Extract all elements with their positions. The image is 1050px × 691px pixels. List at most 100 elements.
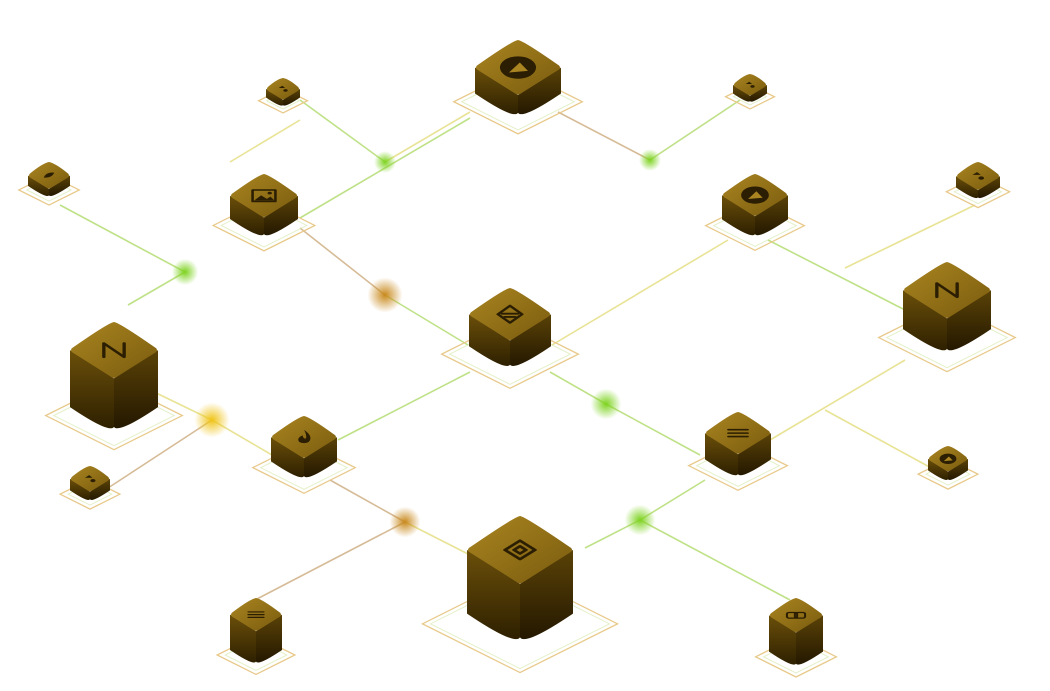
cube-right-face xyxy=(738,433,771,476)
menu-lines-icon xyxy=(247,611,265,618)
node-bottom-right-small xyxy=(916,446,980,490)
cube-right-face xyxy=(978,176,1000,199)
cube-right-face xyxy=(755,195,788,236)
cube-right-face xyxy=(750,84,767,102)
arrow-circle-icon xyxy=(939,453,957,465)
arrow-circle-icon xyxy=(741,186,769,204)
cube-right-face xyxy=(256,614,282,663)
link-glow xyxy=(624,504,656,536)
cube-right-face xyxy=(114,350,158,429)
cube-left-face xyxy=(475,67,518,115)
node-plate-inner xyxy=(429,578,611,670)
node-top-left-small xyxy=(257,78,309,114)
flame-icon xyxy=(298,429,311,444)
node-center xyxy=(440,288,580,390)
connection-line xyxy=(384,111,471,163)
node-left-tall xyxy=(44,322,184,451)
connection-line xyxy=(299,227,386,296)
cube-right-face xyxy=(518,67,561,115)
node-top-right-small xyxy=(724,74,776,110)
node-far-left-small xyxy=(17,162,81,206)
connection-line xyxy=(649,99,741,161)
cube-right-face xyxy=(510,314,551,366)
arrow-circle-icon xyxy=(499,56,537,79)
cube-left-face xyxy=(28,175,49,197)
connection-line xyxy=(844,204,976,269)
shapes-icon xyxy=(972,172,985,180)
link-glow xyxy=(389,506,421,538)
node-right-large xyxy=(877,262,1017,373)
node-bottom-left-tall xyxy=(215,598,297,676)
cube-right-face xyxy=(947,290,991,351)
node-bottom-center xyxy=(421,516,619,674)
cube-top-face xyxy=(267,78,299,100)
connection-line xyxy=(557,111,651,161)
cube-left-face xyxy=(469,314,510,366)
link-glow xyxy=(194,402,230,438)
n-logo-icon xyxy=(102,342,126,359)
cube-right-face xyxy=(49,175,70,197)
cube-top-face xyxy=(71,466,109,492)
cube-right-face xyxy=(304,437,337,478)
connection-line xyxy=(254,521,406,601)
shapes-icon xyxy=(745,81,755,88)
cube-top-face xyxy=(770,598,822,633)
connection-line xyxy=(769,359,906,441)
connection-line xyxy=(824,409,936,471)
connection-line xyxy=(551,239,729,346)
node-menu xyxy=(687,412,789,492)
cube-left-face xyxy=(903,290,947,351)
connection-line xyxy=(767,239,906,311)
cube-left-face xyxy=(956,176,978,199)
node-right-arrow xyxy=(704,174,806,252)
link-glow xyxy=(171,258,199,286)
cube-left-face xyxy=(230,195,264,236)
cube-left-face xyxy=(769,615,796,665)
bnb-icon xyxy=(503,539,537,561)
cube-left-face xyxy=(928,458,948,480)
shapes-icon xyxy=(84,475,96,483)
link-glow xyxy=(367,277,403,313)
node-plate xyxy=(421,574,619,674)
link-glow xyxy=(374,151,396,173)
cube-left-face xyxy=(230,614,256,663)
connection-line xyxy=(337,371,471,441)
node-plate xyxy=(877,302,1017,373)
shapes-icon xyxy=(278,85,288,92)
node-image xyxy=(211,174,317,252)
link-icon xyxy=(785,611,807,619)
cube-left-face xyxy=(70,478,90,500)
connection-line xyxy=(107,419,213,489)
cube-left-face xyxy=(705,433,738,476)
cube-right-face xyxy=(948,458,968,480)
cube-right-face xyxy=(796,615,823,665)
connection-line xyxy=(639,519,791,601)
cube-top-face xyxy=(957,162,999,190)
node-far-right-small xyxy=(944,162,1012,209)
cube-right-face xyxy=(264,195,298,236)
cube-right-face xyxy=(283,88,300,106)
node-top-center xyxy=(452,40,584,135)
connection-line xyxy=(229,119,301,163)
cube-left-face xyxy=(722,195,755,236)
node-plate xyxy=(251,441,357,495)
cube-right-face xyxy=(90,478,110,500)
connection-line xyxy=(59,204,186,273)
diamond-stack-icon xyxy=(496,304,524,324)
link-glow xyxy=(639,149,661,171)
connection-line xyxy=(299,99,386,163)
cube-top-face xyxy=(734,74,766,96)
node-plate xyxy=(440,319,580,390)
cube-left-face xyxy=(266,88,283,106)
menu-lines-icon xyxy=(727,428,749,438)
cube-left-face xyxy=(70,350,114,429)
n-logo-icon xyxy=(935,282,959,299)
node-bottom-right-tall xyxy=(754,598,838,678)
cube-left-face xyxy=(467,549,520,640)
node-flame xyxy=(251,416,357,495)
cube-top-face xyxy=(272,416,336,458)
link-glow xyxy=(590,388,622,420)
cube-right-face xyxy=(520,549,573,640)
